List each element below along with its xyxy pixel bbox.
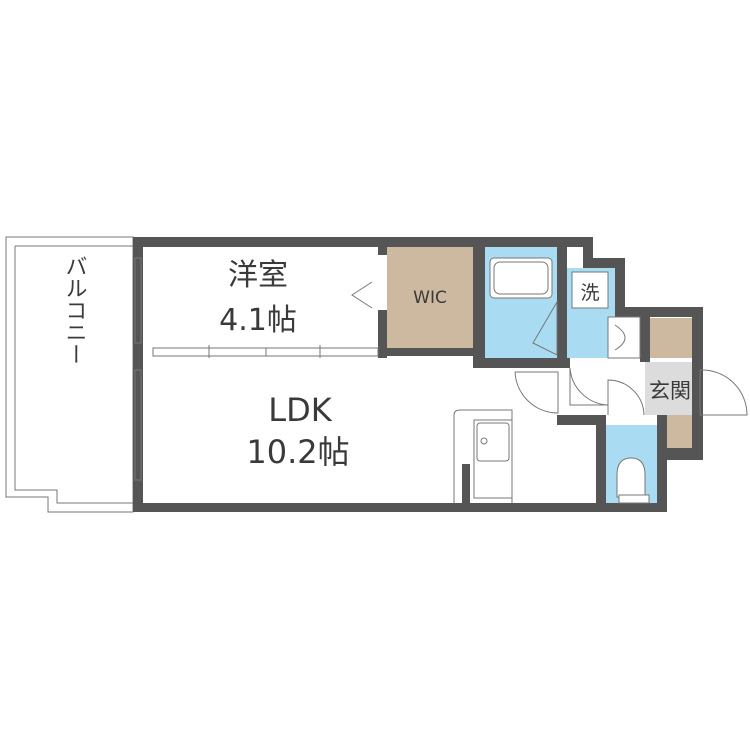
ldk-door[interactable] xyxy=(514,371,559,414)
walls xyxy=(133,237,703,512)
wic-floor xyxy=(387,247,473,348)
washroom-door[interactable] xyxy=(569,367,609,406)
ldk-size: 10.2帖 xyxy=(246,433,349,471)
wic-label: WIC xyxy=(413,288,447,308)
entrance-label: 玄関 xyxy=(649,379,691,403)
western-room-size: 4.1帖 xyxy=(219,303,297,338)
ldk-name: LDK xyxy=(268,391,332,429)
shoe-cabinet xyxy=(650,318,692,358)
bathtub-icon xyxy=(489,257,553,299)
wic-door[interactable] xyxy=(351,281,373,309)
kitchen-counter xyxy=(453,409,513,503)
kitchen-sink-icon xyxy=(476,422,510,462)
shoe-cabinet-lower xyxy=(667,415,692,448)
sliding-door[interactable] xyxy=(152,345,379,358)
western-room-name: 洋室 xyxy=(228,258,288,293)
balcony-label: バルコニー xyxy=(62,255,87,365)
toilet-icon xyxy=(616,457,646,498)
sink-icon xyxy=(607,316,641,359)
entrance-floor xyxy=(645,362,692,415)
washing-machine-spot xyxy=(571,271,609,309)
bath-door[interactable] xyxy=(532,300,558,356)
entrance-door[interactable] xyxy=(699,369,748,416)
toilet-door[interactable] xyxy=(607,379,645,416)
washroom-label: 洗 xyxy=(580,282,599,304)
